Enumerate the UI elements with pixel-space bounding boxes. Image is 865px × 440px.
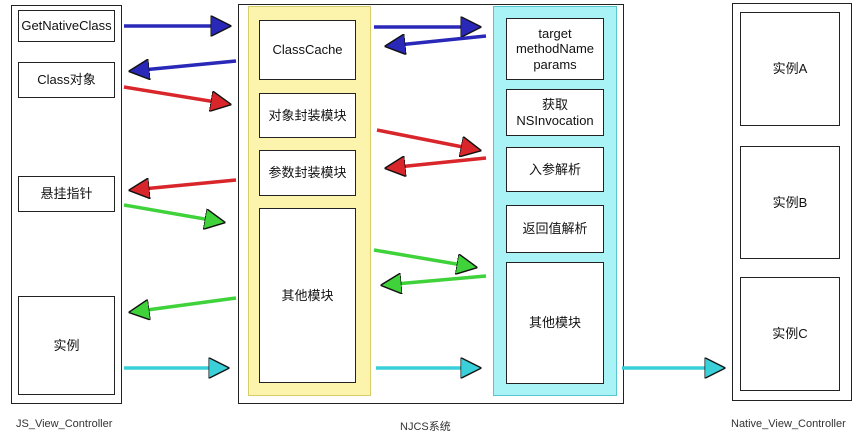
instance-box: 实例	[18, 296, 115, 395]
input-param-parse-box: 入参解析	[506, 147, 604, 192]
arrow-blue-classcache-to-class-object	[132, 61, 237, 71]
return-value-parse-box: 返回值解析	[506, 205, 604, 253]
other-module-box-cyan: 其他模块	[506, 262, 604, 384]
param-wrap-module-box: 参数封装模块	[259, 150, 356, 196]
arrow-red-input-parse-to-param-wrap	[388, 158, 487, 168]
arrow-red-param-wrap-to-dangling-pointer	[132, 180, 237, 190]
arrow-green-other-module-to-return-parse	[373, 248, 474, 267]
class-cache-box: ClassCache	[259, 20, 356, 80]
instance-a-box: 实例A	[740, 12, 840, 126]
arrow-green-return-parse-to-other-module	[384, 276, 487, 285]
class-object-box: Class对象	[18, 62, 115, 98]
other-module-box-yellow: 其他模块	[259, 208, 356, 383]
dangling-pointer-box: 悬挂指针	[18, 176, 115, 212]
arrow-red-class-object-to-object-wrap	[123, 85, 228, 104]
arrow-blue-target-to-classcache	[388, 36, 487, 46]
native-view-controller-caption: Native_View_Controller	[731, 418, 846, 430]
instance-c-box: 实例C	[740, 277, 840, 391]
instance-b-box: 实例B	[740, 146, 840, 259]
object-wrap-module-box: 对象封装模块	[259, 93, 356, 138]
arrow-green-dangling-pointer-to-other-module	[123, 203, 222, 222]
get-native-class-box: GetNativeClass	[18, 10, 115, 42]
arrow-red-object-wrap-to-input-parse	[376, 128, 478, 150]
get-nsinvocation-box: 获取 NSInvocation	[506, 89, 604, 136]
target-method-params-box: target methodName params	[506, 18, 604, 80]
arrow-green-other-module-to-instance	[132, 296, 237, 312]
njcs-system-caption: NJCS系统	[400, 421, 451, 433]
js-view-controller-caption: JS_View_Controller	[16, 418, 113, 430]
